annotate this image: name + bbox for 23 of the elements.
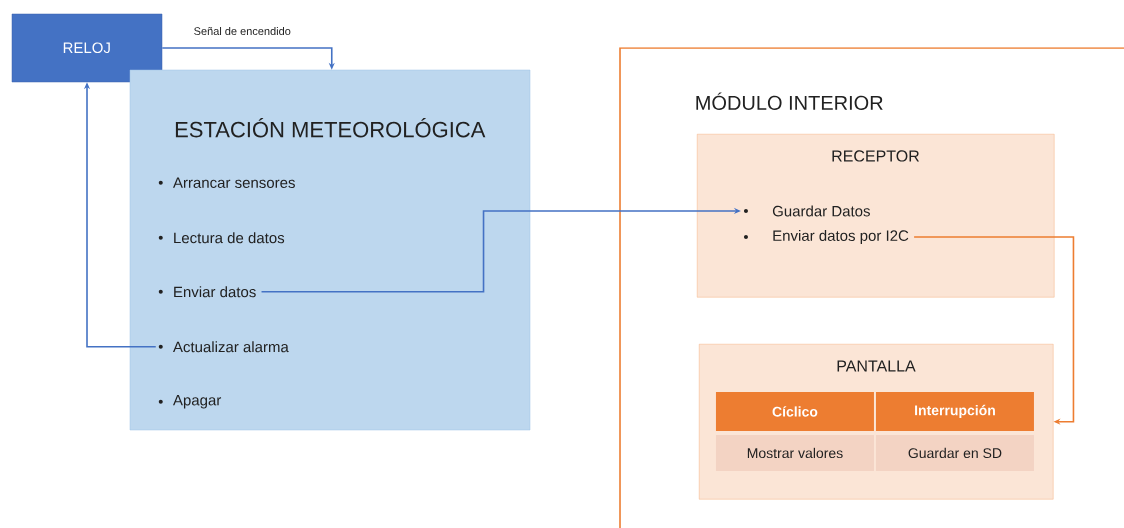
node-label: Guardar Datos bbox=[772, 205, 870, 217]
table-cell: Guardar en SD bbox=[875, 434, 1034, 471]
node-label: Mostrar valores bbox=[747, 447, 843, 459]
bullet-item: Enviar datos bbox=[158, 286, 256, 298]
node-label: Enviar datos bbox=[174, 286, 256, 298]
arrow bbox=[260, 207, 741, 293]
node-label: Apagar bbox=[172, 395, 222, 409]
node-label: Interrupción bbox=[915, 404, 995, 419]
edge-label: Señal de encendido bbox=[192, 25, 292, 37]
table-cell: Cíclico bbox=[715, 391, 874, 431]
node-label: Cíclico bbox=[772, 406, 818, 417]
bullet-item: Lectura de datos bbox=[158, 232, 285, 244]
bullet-item: Guardar Datos bbox=[743, 205, 870, 217]
bullet-item: Apagar bbox=[158, 395, 222, 409]
table-cell: Interrupción bbox=[875, 391, 1034, 431]
bullet-item: Arrancar sensores bbox=[158, 177, 295, 188]
node-label: Enviar datos por I2C bbox=[773, 229, 909, 244]
bullet-item: Enviar datos por I2C bbox=[743, 229, 909, 244]
node-label: Guardar en SD bbox=[908, 447, 1002, 459]
arrow bbox=[913, 236, 1075, 425]
clock-box: RELOJ bbox=[11, 13, 163, 83]
bullet-item: Actualizar alarma bbox=[158, 341, 289, 353]
table-cell: Mostrar valores bbox=[715, 434, 874, 471]
